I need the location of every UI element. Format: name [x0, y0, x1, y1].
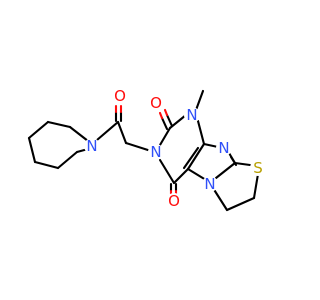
bonds: [27, 89, 260, 212]
bond-ch2-a: [116, 120, 128, 145]
bond-thz-4: [211, 186, 229, 212]
bond-methyl: [194, 89, 205, 112]
molecule-structure: O O O N N N N N: [27, 87, 266, 212]
bond-thz-2: [252, 172, 260, 200]
bond-pyr-3: [196, 119, 206, 146]
bond-co-upper-2: [165, 113, 174, 128]
bond-o-upper-2: [163, 108, 169, 117]
bond-pip-7: [68, 125, 90, 143]
bond-o-upper-1: [158, 111, 164, 120]
atom-n-piperidine: N: [84, 137, 100, 155]
atom-n-ring-label: N: [204, 175, 215, 193]
bond-imid-5: [186, 167, 208, 182]
bond-pip-1: [46, 120, 72, 129]
bond-pip-3: [27, 136, 37, 164]
atom-o-upper: O: [148, 94, 164, 112]
bond-pyr-6: [172, 167, 190, 185]
bond-imid-4: [214, 161, 237, 180]
atom-n-imide: N: [148, 143, 164, 161]
atom-o-lower: O: [166, 192, 182, 210]
bond-pyr-1: [158, 126, 172, 147]
bond-pyr-5: [182, 146, 200, 170]
bond-ch2-b: [124, 141, 153, 153]
bond-pip-5: [56, 150, 79, 170]
bond-pyr-7: [158, 158, 176, 185]
bond-pyr-4: [186, 142, 206, 171]
bond-amide-n-c: [95, 120, 120, 142]
bond-imid-1: [202, 142, 220, 149]
atom-s-thiazole-label: S: [253, 159, 263, 177]
atom-o-amide-label: O: [114, 87, 126, 105]
atom-n-imide-label: N: [150, 143, 161, 161]
atom-o-lower-label: O: [168, 192, 180, 210]
atom-n-ring: N: [202, 175, 218, 193]
bond-thz-3: [225, 196, 256, 212]
atom-n-methyl: N: [184, 106, 200, 124]
bond-pip-2: [27, 120, 50, 140]
bond-thz-1: [233, 161, 252, 167]
bond-co-upper-1: [160, 116, 169, 131]
atom-n-imine: N: [216, 139, 232, 157]
atom-n-imine-label: N: [218, 139, 229, 157]
atom-s-thiazole: S: [250, 159, 266, 177]
atom-n-piperidine-label: N: [86, 137, 97, 155]
bond-pip-4: [33, 160, 60, 170]
atom-o-upper-label: O: [150, 94, 162, 112]
atom-labels: O O O N N N N N: [84, 87, 266, 210]
atom-n-methyl-label: N: [186, 106, 197, 124]
atom-o-amide: O: [112, 87, 128, 105]
